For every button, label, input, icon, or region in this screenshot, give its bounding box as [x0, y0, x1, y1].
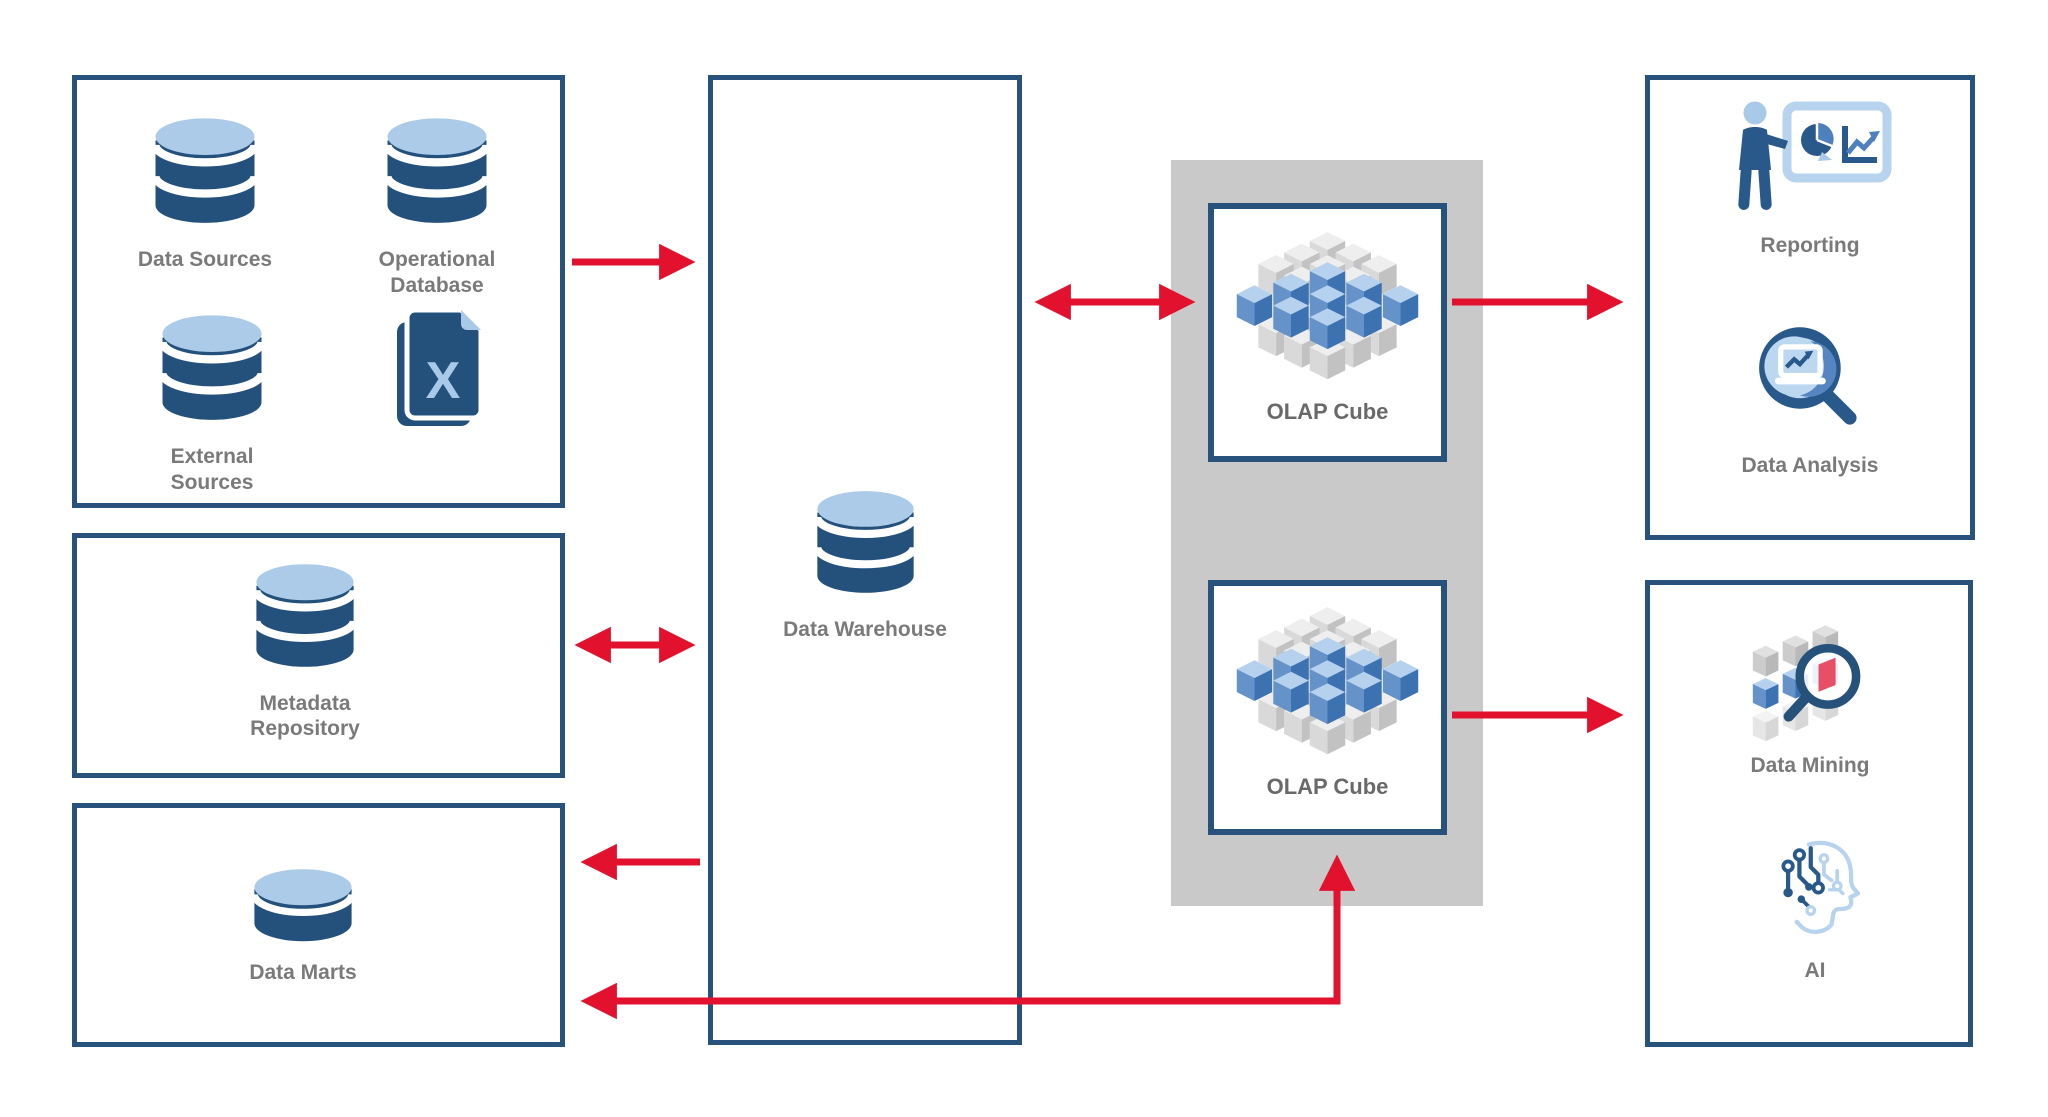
olap-cube-icon: [1236, 232, 1419, 380]
node-data-marts: Data Marts: [178, 862, 428, 985]
circuit-head-icon: [1781, 840, 1861, 934]
node-label: External Sources: [170, 445, 254, 494]
magnifier-laptop-icon: [1759, 327, 1857, 425]
presenter-board-icon: [1738, 101, 1892, 210]
node-label: OLAP Cube: [1266, 399, 1389, 425]
node-olap-cube-bottom: OLAP Cube: [1214, 600, 1441, 801]
database-icon: [158, 315, 266, 420]
node-metadata-repository: Metadata Repository: [180, 557, 430, 741]
node-label: Operational Database: [378, 248, 496, 297]
node-excel-files: X: [322, 306, 552, 431]
node-label: Data Mining: [1750, 754, 1870, 777]
node-data-warehouse: Data Warehouse: [745, 484, 985, 642]
database-icon: [383, 118, 491, 223]
database-icon: [812, 491, 918, 593]
node-label: Metadata Repository: [250, 692, 360, 741]
node-reporting: Reporting: [1690, 100, 1930, 258]
olap-cube-icon: [1236, 607, 1419, 755]
node-olap-cube-top: OLAP Cube: [1214, 225, 1441, 426]
node-label: OLAP Cube: [1266, 774, 1389, 800]
node-data-sources: Data Sources: [90, 111, 320, 273]
cubes-magnifier-icon: [1752, 625, 1861, 742]
node-operational-database: Operational Database: [322, 111, 552, 298]
node-ai: AI: [1695, 835, 1935, 983]
database-icon: [252, 564, 358, 667]
node-external-sources: External Sources: [97, 308, 327, 495]
node-label: Data Sources: [137, 248, 273, 272]
database-icon: [151, 118, 259, 223]
node-label: Data Marts: [249, 961, 357, 984]
database-icon: [250, 869, 356, 942]
node-data-analysis: Data Analysis: [1690, 320, 1930, 478]
node-label: AI: [1804, 959, 1826, 983]
node-label: Data Analysis: [1741, 453, 1879, 477]
node-data-mining: Data Mining: [1690, 615, 1930, 778]
excel-file-icon: X: [397, 307, 484, 426]
excel-x-glyph: X: [426, 352, 461, 410]
node-label: Reporting: [1760, 234, 1860, 257]
node-label: Data Warehouse: [783, 617, 947, 641]
